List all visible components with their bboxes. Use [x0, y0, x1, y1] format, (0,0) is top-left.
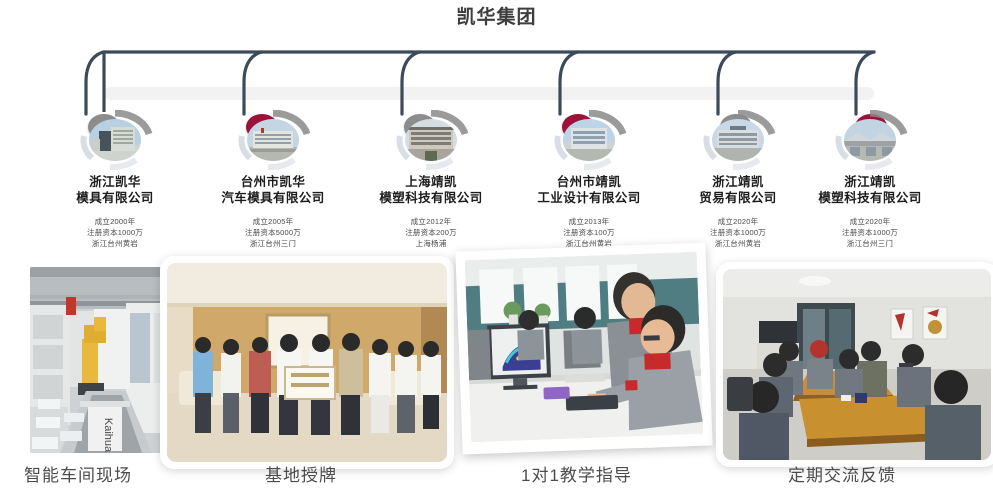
- photo-card-meeting[interactable]: [716, 262, 993, 467]
- timeline-connector-arcs: [84, 50, 876, 116]
- building-photo: [247, 119, 299, 161]
- company-meta: 成立2005年 注册资本5000万 浙江台州三门: [185, 216, 361, 249]
- photo-caption-1: 智能车间现场: [24, 466, 132, 485]
- photo-card-smart-workshop[interactable]: Kaihua: [30, 267, 177, 453]
- company-item-2[interactable]: 台州市凯华 汽车模具有限公司 成立2005年 注册资本5000万 浙江台州三门: [185, 110, 361, 249]
- photo-caption-3: 1对1教学指导: [521, 466, 632, 485]
- company-name-line1: 台州市靖凯: [556, 175, 622, 189]
- company-thumbnail-4: [550, 110, 628, 170]
- company-item-1[interactable]: 浙江凯华 模具有限公司 成立2000年 注册资本1000万 浙江台州黄岩: [27, 110, 203, 249]
- company-founded: 成立2020年: [717, 217, 759, 226]
- company-capital: 注册资本1000万: [710, 228, 766, 237]
- company-item-6[interactable]: 浙江靖凯 模塑科技有限公司 成立2020年 注册资本1000万 浙江台州三门: [782, 110, 958, 249]
- company-name-line1: 浙江靖凯: [844, 175, 896, 189]
- photo-card-training[interactable]: [455, 242, 713, 455]
- one-on-one-training-image: [464, 251, 704, 443]
- company-founded: 成立2012年: [410, 217, 452, 226]
- company-meta: 成立2000年 注册资本1000万 浙江台州黄岩: [27, 216, 203, 249]
- company-thumbnail-6: [831, 110, 909, 170]
- building-photo: [405, 119, 457, 161]
- building-photo: [563, 119, 615, 161]
- company-location: 浙江台州黄岩: [714, 239, 762, 248]
- company-thumbnail-5: [699, 110, 777, 170]
- company-location: 浙江台州三门: [249, 239, 297, 248]
- company-location: 浙江台州黄岩: [565, 239, 613, 248]
- company-location: 上海杨浦: [415, 239, 447, 248]
- company-meta: 成立2020年 注册资本1000万 浙江台州三门: [782, 216, 958, 249]
- company-name-line2: 工业设计有限公司: [537, 191, 641, 205]
- company-name-line2: 汽车模具有限公司: [221, 191, 325, 205]
- swoosh-ring-icon: [396, 110, 469, 170]
- building-photo: [712, 119, 764, 161]
- company-founded: 成立2000年: [94, 217, 136, 226]
- company-name-line2: 模塑科技有限公司: [818, 191, 922, 205]
- company-name-line1: 上海靖凯: [405, 175, 457, 189]
- company-item-3[interactable]: 上海靖凯 模塑科技有限公司 成立2012年 注册资本200万 上海杨浦: [343, 110, 519, 249]
- company-name: 浙江靖凯 模塑科技有限公司: [782, 174, 958, 206]
- company-name-line1: 台州市凯华: [240, 175, 306, 189]
- company-capital: 注册资本1000万: [842, 228, 898, 237]
- timeline: 1 2 3 4 5 6: [0, 40, 993, 140]
- company-name: 台州市凯华 汽车模具有限公司: [185, 174, 361, 206]
- company-founded: 成立2020年: [849, 217, 891, 226]
- company-item-4[interactable]: 台州市靖凯 工业设计有限公司 成立2013年 注册资本100万 浙江台州黄岩: [501, 110, 677, 249]
- company-name: 浙江靖凯 贸易有限公司: [650, 174, 826, 206]
- company-capital: 注册资本100万: [563, 228, 615, 237]
- base-plaque-image: [167, 263, 447, 462]
- company-name-line2: 模塑科技有限公司: [379, 191, 483, 205]
- building-photo: [89, 119, 141, 161]
- company-list: 浙江凯华 模具有限公司 成立2000年 注册资本1000万 浙江台州黄岩: [0, 110, 993, 260]
- company-name-line2: 模具有限公司: [76, 191, 154, 205]
- timeline-track: [104, 87, 874, 100]
- swoosh-ring-icon: [238, 110, 311, 170]
- swoosh-ring-icon: [554, 110, 627, 170]
- building-photo: [844, 119, 896, 161]
- company-location: 浙江台州三门: [846, 239, 894, 248]
- smart-workshop-image: Kaihua: [30, 267, 177, 453]
- company-name-line2: 贸易有限公司: [699, 191, 777, 205]
- company-meta: 成立2020年 注册资本1000万 浙江台州黄岩: [650, 216, 826, 249]
- company-capital: 注册资本5000万: [245, 228, 301, 237]
- photo-watermark: Kaihua: [102, 418, 114, 453]
- company-meta: 成立2013年 注册资本100万 浙江台州黄岩: [501, 216, 677, 249]
- swoosh-ring-icon: [835, 110, 908, 170]
- swoosh-ring-icon: [80, 110, 153, 170]
- photo-card-base-plaque[interactable]: [160, 256, 454, 469]
- meeting-feedback-image: [723, 269, 991, 460]
- company-location: 浙江台州黄岩: [91, 239, 139, 248]
- company-founded: 成立2005年: [252, 217, 294, 226]
- company-capital: 注册资本1000万: [87, 228, 143, 237]
- company-meta: 成立2012年 注册资本200万 上海杨浦: [343, 216, 519, 249]
- company-thumbnail-1: [76, 110, 154, 170]
- company-founded: 成立2013年: [568, 217, 610, 226]
- company-name-line1: 浙江凯华: [89, 175, 141, 189]
- page-title: 凯华集团: [456, 7, 537, 28]
- swoosh-ring-icon: [703, 110, 776, 170]
- company-item-5[interactable]: 浙江靖凯 贸易有限公司 成立2020年 注册资本1000万 浙江台州黄岩: [650, 110, 826, 249]
- company-thumbnail-2: [234, 110, 312, 170]
- company-thumbnail-3: [392, 110, 470, 170]
- company-name: 台州市靖凯 工业设计有限公司: [501, 174, 677, 206]
- company-name-line1: 浙江靖凯: [712, 175, 764, 189]
- company-name: 浙江凯华 模具有限公司: [27, 174, 203, 206]
- company-name: 上海靖凯 模塑科技有限公司: [343, 174, 519, 206]
- company-capital: 注册资本200万: [405, 228, 457, 237]
